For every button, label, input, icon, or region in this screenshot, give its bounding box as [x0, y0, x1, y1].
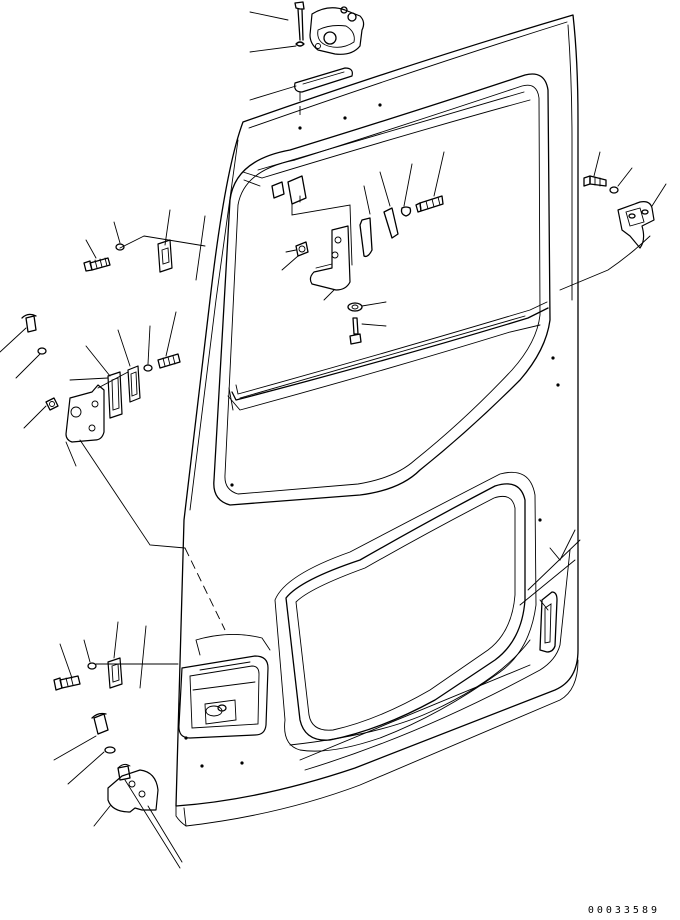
callout-leaders	[0, 11, 667, 827]
drawing-number: 00033589	[587, 905, 660, 916]
door-lock-assembly	[294, 1, 365, 55]
lower-hinge	[91, 712, 183, 869]
striker-plate	[294, 67, 353, 118]
upper-window	[213, 73, 551, 506]
lower-window	[274, 471, 576, 771]
lower-left-fasteners	[53, 657, 179, 691]
door-panel	[175, 14, 579, 827]
upper-left-fasteners	[83, 235, 206, 273]
upper-hinge	[559, 175, 655, 291]
side-handle	[519, 539, 581, 653]
door-handle-recess	[178, 633, 271, 739]
left-door-catch	[21, 313, 226, 631]
door-panel-details	[184, 103, 560, 768]
center-latch-bracket	[295, 195, 444, 345]
upper-stay-bracket	[271, 175, 353, 266]
window-sash	[227, 301, 549, 411]
